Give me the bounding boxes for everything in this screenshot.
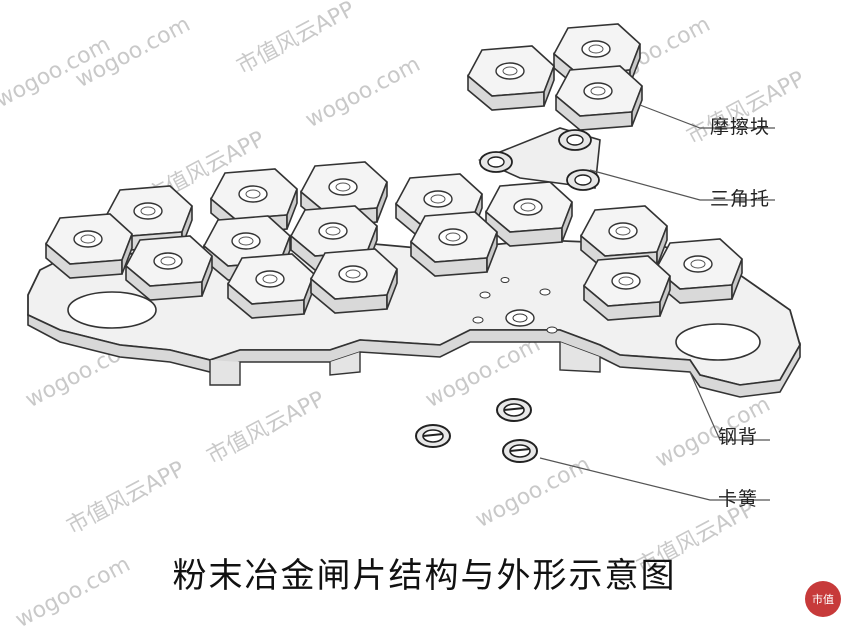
triangle-bracket <box>477 127 601 191</box>
steel-back-label: 钢背 <box>718 426 759 448</box>
exploded-friction-blocks <box>467 23 643 131</box>
clip-springs <box>415 398 538 463</box>
brand-seal: 市值 <box>805 581 841 617</box>
triangle-bracket-label: 三角托 <box>710 188 771 210</box>
friction-block-label: 摩擦块 <box>710 116 771 138</box>
clip-spring-label: 卡簧 <box>718 488 759 510</box>
leader-lines <box>539 104 775 501</box>
figure-caption: 粉末冶金闸片结构与外形示意图 <box>172 556 677 596</box>
